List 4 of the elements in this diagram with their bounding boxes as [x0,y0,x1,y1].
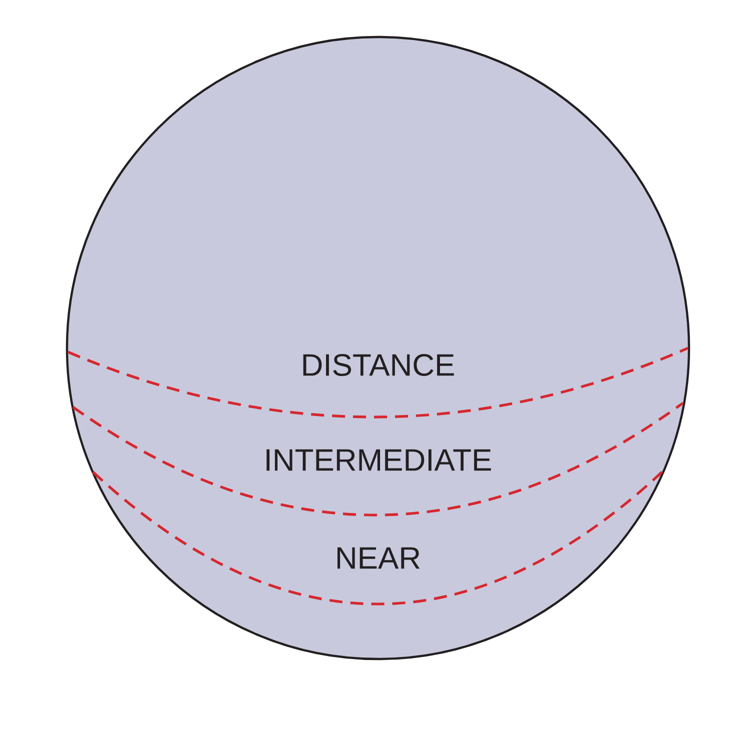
zone-label: INTERMEDIATE [266,449,491,471]
lens-circle [66,36,690,660]
zone-label: DISTANCE [303,354,454,376]
zone-label: NEAR [337,547,420,569]
